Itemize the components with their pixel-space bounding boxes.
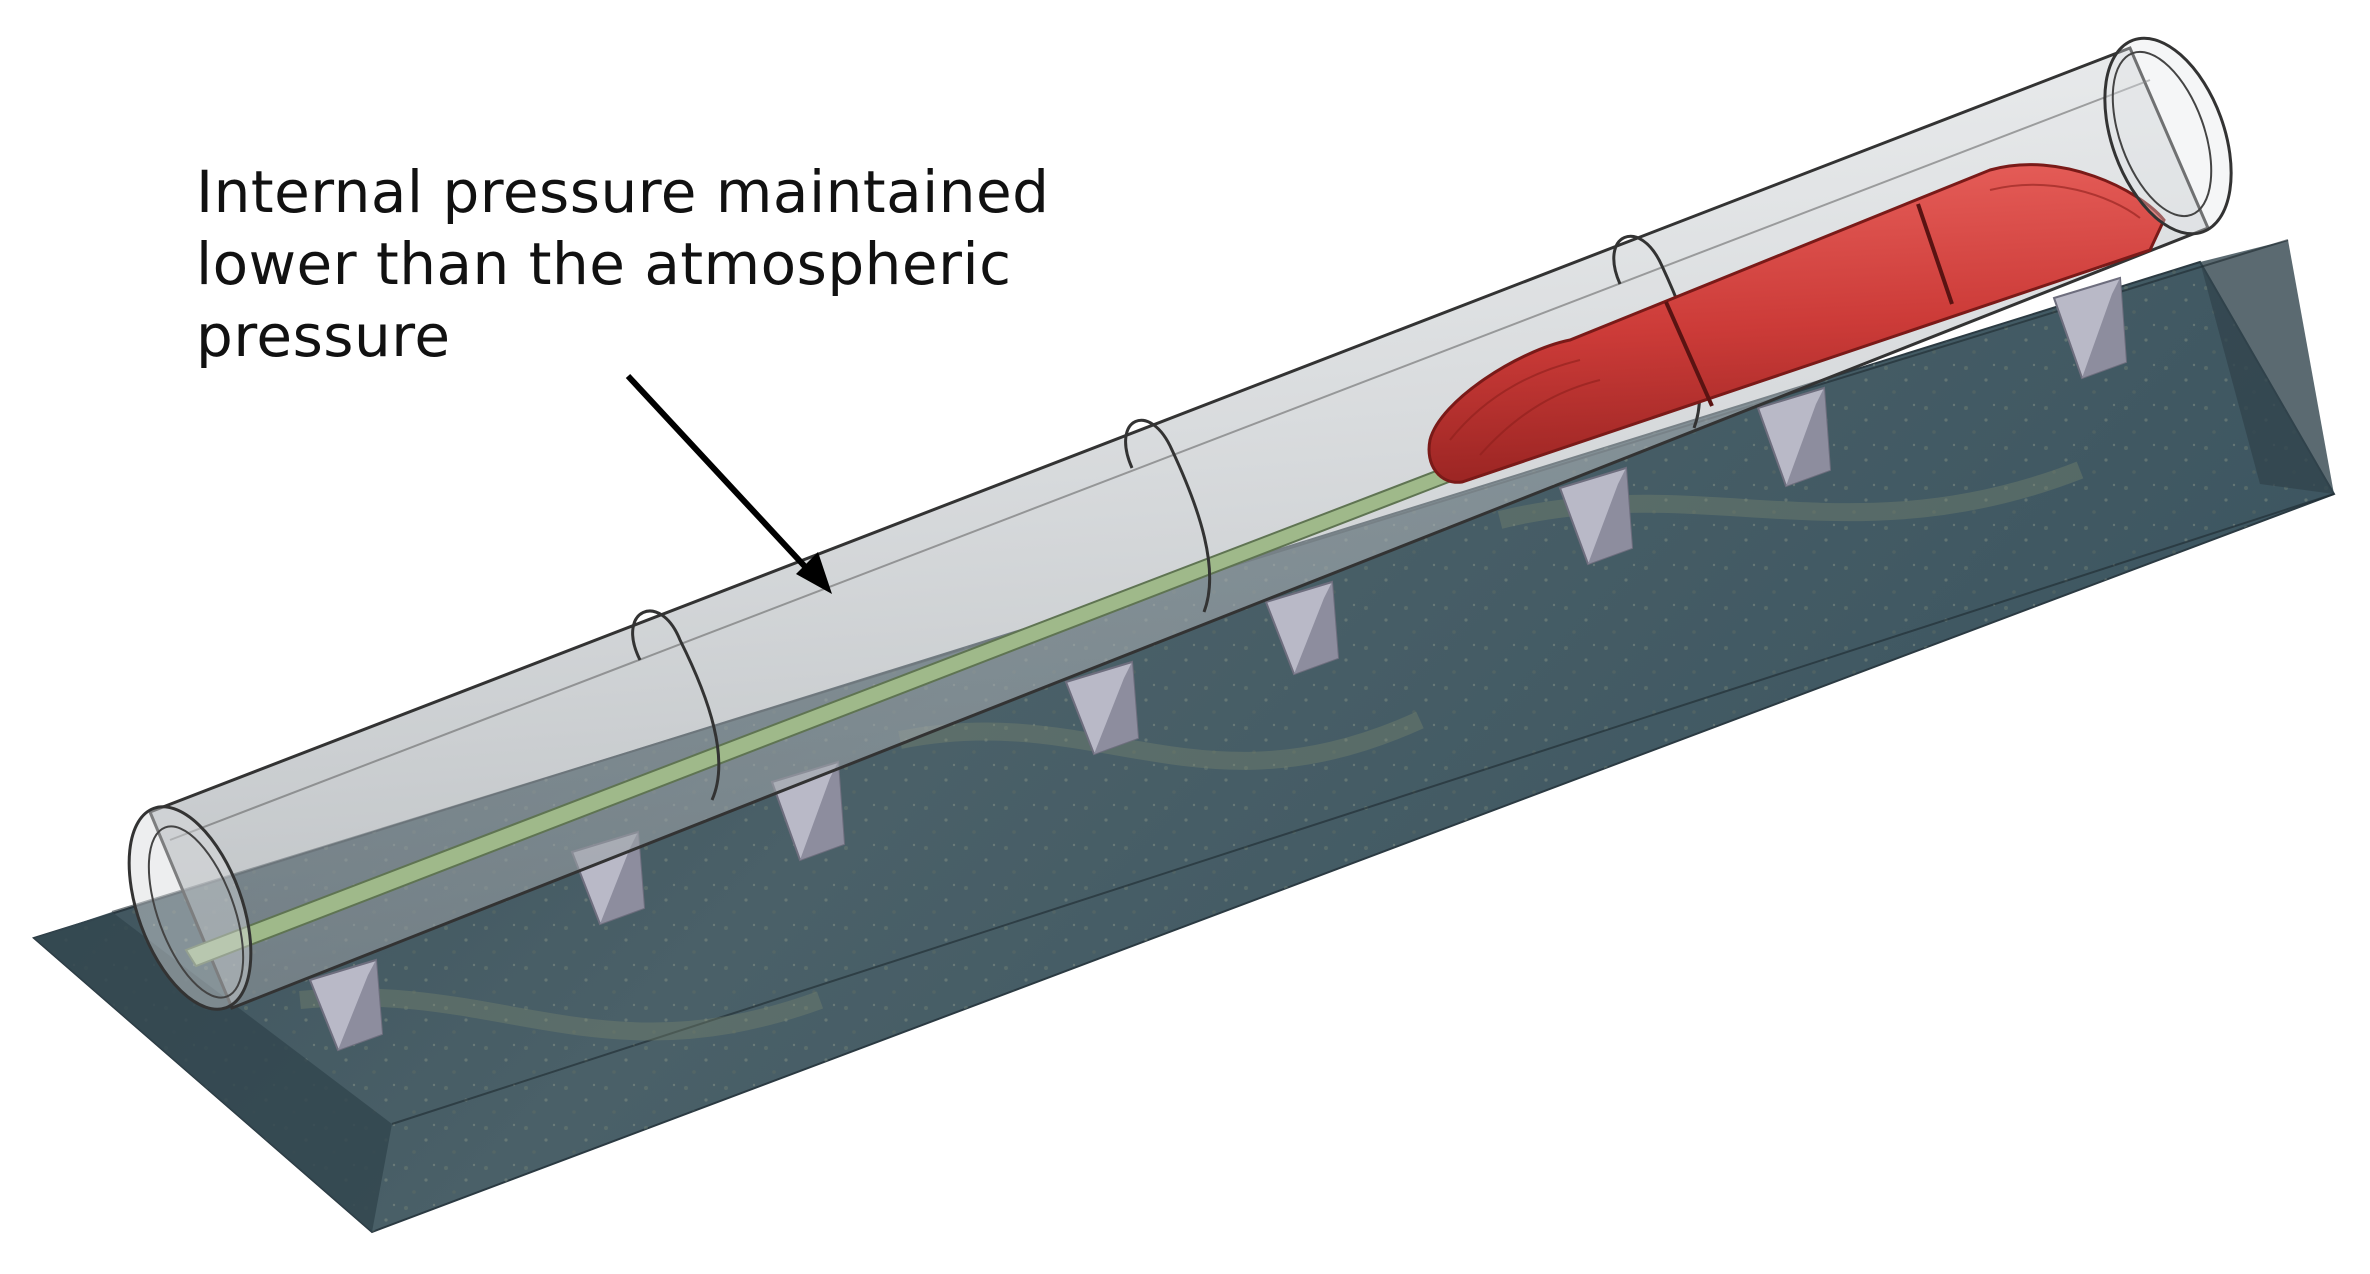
tube-ring-joint bbox=[631, 609, 721, 801]
support-pylon bbox=[1558, 466, 1634, 566]
support-pylon bbox=[2052, 276, 2128, 380]
annotation-line-3: pressure bbox=[196, 302, 451, 370]
support-pylon bbox=[308, 958, 384, 1052]
support-pylon bbox=[1064, 660, 1140, 756]
tube-front-opening bbox=[127, 805, 253, 1011]
pressure-annotation: Internal pressure maintained lower than … bbox=[196, 156, 1096, 372]
annotation-line-2: lower than the atmospheric bbox=[196, 230, 1012, 298]
capsule-vehicle bbox=[1427, 163, 2166, 484]
pointer-arrow bbox=[625, 373, 832, 594]
support-pylons bbox=[308, 276, 2128, 1052]
support-pylon bbox=[1264, 580, 1340, 676]
support-pylon bbox=[1756, 386, 1832, 488]
tube-rear-opening bbox=[2103, 36, 2233, 236]
tube-ring-joint bbox=[1124, 418, 1212, 613]
annotation-line-1: Internal pressure maintained bbox=[196, 158, 1050, 226]
